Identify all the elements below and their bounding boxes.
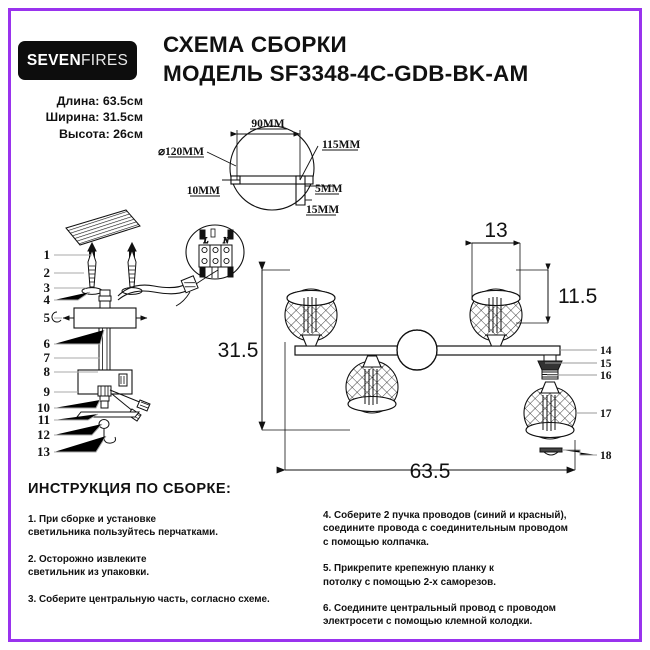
logo-text-bold: SEVEN [26,51,81,69]
dim-15mm: 15MM [306,204,339,216]
dim-115mm: 115MM [322,139,360,151]
title-line-scheme: СХЕМА СБОРКИ [163,32,347,57]
right-callout-leaders [545,349,597,456]
callout-1: 1 [44,247,51,262]
screw-part [81,241,103,295]
ceiling-plate-detail [206,125,335,211]
callout-5: 5 [44,310,51,325]
dim-width-63-5: 63.5 [410,460,451,483]
callout-3: 3 [44,280,51,295]
terminal-label-l: L [203,235,209,245]
main-dimension-labels: 31.5 63.5 13 11.5 [218,219,598,483]
dim-90mm: 90MM [251,118,284,130]
callout-9: 9 [44,384,51,399]
instructions-heading: ИНСТРУКЦИЯ ПО СБОРКЕ: [28,481,232,497]
instructions-column-right: 4. Соберите 2 пучка проводов (синий и кр… [323,509,623,629]
dim-height-31-5: 31.5 [218,339,259,362]
callout-6: 6 [44,336,51,351]
shade-upper-right [469,288,523,347]
dim-5mm: 5MM [315,183,343,195]
left-callout-numbers: 1 2 3 4 5 6 7 8 9 10 11 12 13 [37,247,51,459]
spec-width: Ширина: 31.5см [45,110,143,125]
shade-lower-right [523,381,577,440]
mounting-strip-part [65,209,141,246]
title-line-model: МОДЕЛЬ SF3348-4C-GDB-BK-AM [163,61,529,86]
screw-part [121,241,143,295]
callout-13: 13 [37,444,51,459]
callout-10: 10 [37,400,50,415]
terminal-block-detail: L N [185,224,245,280]
dim-10mm: 10MM [187,185,220,197]
callout-15: 15 [600,358,612,370]
logo-text-light: FIRES [80,51,129,69]
callout-17: 17 [600,408,612,420]
page-title: СХЕМА СБОРКИ МОДЕЛЬ SF3348-4C-GDB-BK-AM [163,30,633,88]
callout-2: 2 [44,265,51,280]
mounting-bracket-part [73,307,137,329]
right-callout-numbers: 14 15 16 17 18 [600,345,612,462]
instruction-step: 6. Соедините центральный провод с провод… [323,603,556,628]
callout-8: 8 [44,364,51,379]
callout-7: 7 [44,350,51,365]
dim-shade-height-11-5: 11.5 [558,285,597,308]
shade-upper-left [284,288,338,347]
main-dimension-lines [258,240,576,474]
left-callout-leaders [54,254,107,453]
shade-lower-left [345,355,399,414]
spec-length: Длина: 63.5см [56,94,143,108]
instruction-step: 3. Соберите центральную часть, согласно … [28,593,270,605]
spec-height: Высота: 26см [58,126,143,141]
product-specs: Длина: 63.5см Ширина: 31.5см Высота: 26с… [8,93,143,142]
callout-4: 4 [44,292,51,307]
callout-14: 14 [600,345,612,357]
clip-part [539,447,563,456]
dim-shade-width-13: 13 [484,219,507,242]
instruction-step: 4. Соберите 2 пучка проводов (синий и кр… [323,510,568,548]
callout-12: 12 [37,427,50,442]
terminal-label-n: N [222,235,230,245]
callout-16: 16 [600,370,612,382]
callout-18: 18 [600,450,612,462]
brand-logo: SEVENFIRES [18,41,137,80]
exploded-parts-view [51,209,219,444]
ceiling-detail-dimension-labels: 90MM ⌀120MM 115MM 10MM 5MM 15MM [158,118,360,216]
callout-11: 11 [38,412,50,427]
dim-diameter-120mm: ⌀120MM [158,146,204,158]
